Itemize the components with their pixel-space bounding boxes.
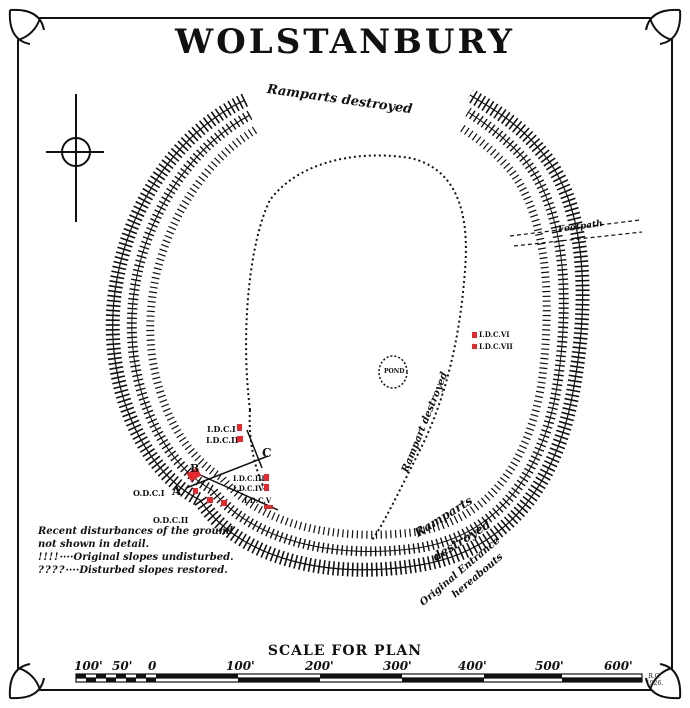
marker-odc2c xyxy=(221,500,227,506)
pond xyxy=(378,355,408,389)
scale-tick-0: 0 xyxy=(148,659,157,673)
legend-line-2: not shown in detail. xyxy=(38,539,150,550)
marker-idc5 xyxy=(264,505,273,509)
marker-idc1 xyxy=(237,424,242,431)
label-odc1: O.D.C.I xyxy=(133,488,165,498)
legend-line-3: !!!!····Original slopes undisturbed. xyxy=(38,552,234,563)
marker-idc4 xyxy=(264,484,269,491)
label-point-b: B xyxy=(190,462,200,475)
legend-line-1: Recent disturbances of the ground xyxy=(38,526,234,537)
label-idc4: I.D.C.IV xyxy=(233,484,264,493)
label-odc2: O.D.C.II xyxy=(153,515,189,525)
label-idc6: I.D.C.VI xyxy=(479,330,510,339)
outer-rampart xyxy=(105,88,590,577)
scale-tick-300: 300' xyxy=(383,659,412,673)
scale-tick-100-left: 100' xyxy=(74,659,103,673)
scale-title: SCALE FOR PLAN xyxy=(267,643,423,659)
footpath xyxy=(509,219,643,247)
legend-line-4: ????····Disturbed slopes restored. xyxy=(38,565,228,576)
map-border xyxy=(17,17,673,691)
north-marker-icon xyxy=(46,94,104,222)
label-point-c: C xyxy=(262,446,272,460)
label-idc2: I.D.C.II xyxy=(206,435,239,445)
marker-idc7 xyxy=(472,344,477,349)
inner-enclosure xyxy=(245,154,467,541)
map-credit: R.C. 1926. xyxy=(646,673,663,687)
marker-idc2 xyxy=(237,436,243,442)
credit-line-2: 1926. xyxy=(646,680,664,687)
label-point-a: A xyxy=(172,484,182,498)
map-title: WOLSTANBURY xyxy=(174,22,516,62)
credit-line-1: R.C. xyxy=(648,673,661,680)
middle-rampart xyxy=(126,107,569,557)
section-line xyxy=(185,429,279,511)
marker-odc2b xyxy=(207,497,213,503)
scale-tick-200: 200' xyxy=(305,659,334,673)
marker-odc2 xyxy=(193,488,198,494)
inner-rampart xyxy=(146,124,551,539)
label-idc7: I.D.C.VII xyxy=(479,342,513,351)
scale-tick-400: 400' xyxy=(458,659,487,673)
scale-tick-50: 50' xyxy=(112,659,133,673)
scale-tick-500: 500' xyxy=(535,659,564,673)
label-idc1: I.D.C.I xyxy=(207,424,236,434)
label-idc5: I.D.C.V xyxy=(244,496,272,505)
map-legend: Recent disturbances of the ground not sh… xyxy=(38,525,234,577)
label-idc3: I.D.C.III xyxy=(233,474,265,483)
scale-tick-100: 100' xyxy=(226,659,255,673)
label-pond: POND xyxy=(384,368,405,375)
marker-idc6 xyxy=(472,332,477,338)
marker-idc3 xyxy=(264,474,269,481)
scale-tick-600: 600' xyxy=(604,659,633,673)
